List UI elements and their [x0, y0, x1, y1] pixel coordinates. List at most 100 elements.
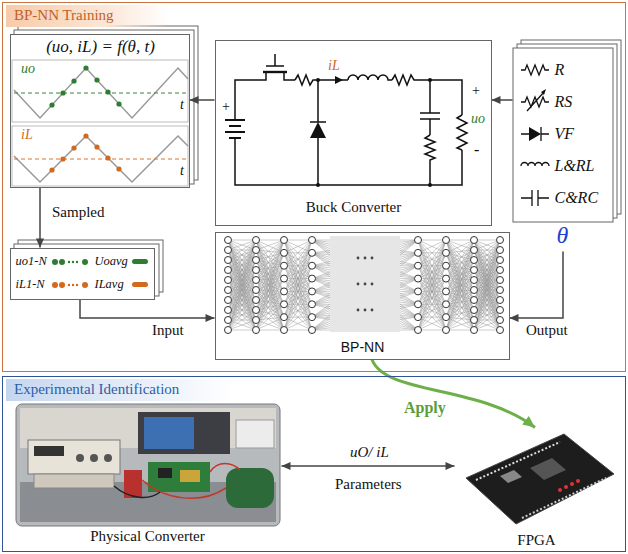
connector [492, 96, 513, 104]
sample-dots [72, 284, 74, 286]
buck-fills [335, 76, 343, 84]
network-link [474, 240, 500, 330]
neuron [415, 262, 422, 269]
fpga-board [500, 470, 522, 483]
neuron [281, 249, 288, 256]
parameter-cards [513, 48, 613, 222]
sample-dots [52, 282, 88, 288]
neuron [225, 247, 232, 254]
network-link [284, 253, 312, 330]
hidden-layers-block [364, 283, 367, 286]
network-link [228, 240, 256, 330]
neuron [309, 262, 316, 269]
converter-photo [142, 464, 240, 499]
signal-name: uo [469, 111, 487, 127]
neuron [471, 237, 478, 244]
network-link [256, 266, 284, 330]
neuron [415, 249, 422, 256]
network-link [474, 240, 500, 290]
network-link [446, 290, 474, 330]
neuron [443, 314, 450, 321]
neuron [253, 257, 260, 264]
box-title: BP-NN [341, 339, 385, 355]
neuron [225, 297, 232, 304]
neuron [497, 237, 504, 244]
waveform-stack [10, 34, 190, 188]
network-link [418, 266, 446, 330]
network-link [228, 240, 256, 290]
network-link [284, 240, 312, 241]
signal-name: iL [326, 58, 342, 74]
hidden-layers-block [371, 309, 374, 312]
uo-waveform [94, 77, 99, 82]
parameter-fills [529, 89, 546, 141]
experiment-panel: Experimental IdentificationPhysical Conv… [2, 376, 626, 552]
network-link [284, 253, 312, 330]
network-link [284, 240, 312, 304]
uo-waveform [83, 65, 88, 70]
network-link [446, 240, 474, 330]
parameter-box: RRSVFL&RLC&RCθ [513, 40, 621, 252]
buck-circuit [263, 71, 287, 73]
parameter-fills [541, 89, 546, 95]
network-link [228, 290, 256, 330]
neuron [497, 277, 504, 284]
neuron [253, 267, 260, 274]
sample-dots [82, 259, 88, 265]
parameter-symbols [521, 127, 549, 141]
photo-caption: FPGA [517, 532, 555, 549]
converter-box: Buck Converter [215, 40, 492, 226]
network-link [446, 270, 474, 330]
hidden-layers-block [357, 283, 360, 286]
parameter-name: RS [555, 93, 573, 111]
neuron [253, 237, 260, 244]
converter-photo [226, 468, 274, 508]
connector-line [282, 465, 455, 467]
parameter-symbols [521, 190, 549, 206]
network-link [228, 280, 256, 330]
converter-photo [104, 454, 112, 462]
converter-photo [34, 474, 114, 488]
network-neurons [225, 237, 504, 334]
neuron [225, 287, 232, 294]
network-link [446, 260, 474, 304]
arrowhead [522, 416, 535, 428]
neuron [471, 307, 478, 314]
neuron [415, 288, 422, 295]
uo-waveform [71, 78, 76, 83]
network-link [284, 279, 312, 330]
network-link [418, 240, 446, 279]
network-link [256, 317, 284, 330]
fpga-board [530, 458, 566, 480]
waveform-frames [12, 60, 188, 186]
il-waveform [116, 166, 121, 171]
buck-circuit [310, 80, 326, 185]
network-link [284, 240, 312, 279]
network-link [284, 240, 312, 304]
network-link [228, 240, 256, 320]
network-link [474, 300, 500, 330]
converter-photo [90, 454, 98, 462]
hidden-layers-block [371, 283, 374, 286]
sample-dots [72, 261, 74, 263]
network-link [256, 240, 284, 330]
network-link [228, 320, 256, 330]
neuron [471, 287, 478, 294]
parameter-vector: θ [557, 222, 569, 250]
neuron [309, 275, 316, 282]
network-link [446, 310, 474, 330]
uo-waveform [49, 65, 121, 107]
uo-waveform [49, 102, 54, 107]
il-waveform [60, 156, 65, 161]
network-link [284, 266, 312, 330]
arrowhead [206, 314, 215, 322]
sample-dots [82, 282, 88, 288]
connector-label: Output [524, 322, 570, 339]
neuron [443, 275, 450, 282]
neuron [225, 327, 232, 334]
buck-fills [428, 183, 432, 187]
sample-dots [52, 282, 58, 288]
il-waveform [14, 158, 186, 159]
network-link [228, 260, 256, 330]
